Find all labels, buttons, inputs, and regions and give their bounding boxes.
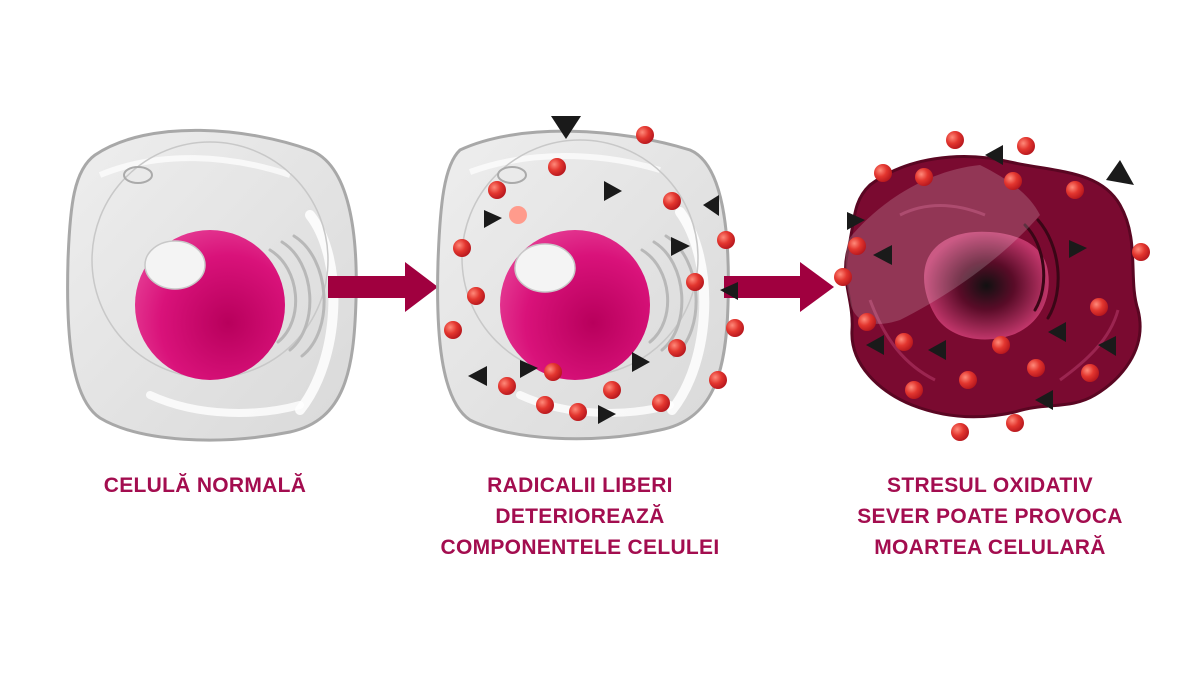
free-radical-icon [509, 206, 527, 224]
oxidant-triangle-icon [1106, 160, 1134, 185]
arrow-right-icon [328, 262, 438, 312]
free-radical-icon [652, 394, 670, 412]
free-radical-icon [1006, 414, 1024, 432]
oxidant-triangle-icon [484, 210, 502, 228]
oxidant-triangle-icon [873, 245, 892, 265]
free-radical-icon [905, 381, 923, 399]
oxidant-triangle-icon [598, 405, 616, 424]
caption-line: COMPONENTELE CELULEI [440, 536, 720, 559]
free-radical-icon [1090, 298, 1108, 316]
free-radical-icon [874, 164, 892, 182]
free-radical-icon [453, 239, 471, 257]
free-radical-icon [959, 371, 977, 389]
free-radical-icon [498, 377, 516, 395]
free-radical-icon [1081, 364, 1099, 382]
oxidant-triangle-icon [866, 335, 884, 355]
arrow-right-icon [724, 262, 834, 312]
free-radical-icon [544, 363, 562, 381]
caption-line: DETERIOREAZĂ [495, 505, 665, 528]
free-radical-icon [548, 158, 566, 176]
free-radical-icon [467, 287, 485, 305]
caption-normal-cell: CELULĂ NORMALĂ [25, 470, 385, 501]
free-radical-icon [858, 313, 876, 331]
free-radical-icon [686, 273, 704, 291]
free-radical-icon [636, 126, 654, 144]
oxidant-triangle-icon [928, 340, 946, 360]
free-radical-icon [536, 396, 554, 414]
free-radical-icon [951, 423, 969, 441]
free-radical-icon [668, 339, 686, 357]
oxidant-triangle-icon [703, 195, 719, 216]
caption-line: CELULĂ NORMALĂ [103, 474, 307, 497]
free-radical-icon [603, 381, 621, 399]
free-radical-icon [915, 168, 933, 186]
free-radical-icon [946, 131, 964, 149]
free-radical-icon [895, 333, 913, 351]
free-radical-icon [834, 268, 852, 286]
free-radical-icon [1004, 172, 1022, 190]
caption-free-radicals-damage: RADICALII LIBERI DETERIOREAZĂ COMPONENTELE… [400, 470, 760, 563]
caption-line: MOARTEA CELULARĂ [874, 536, 1106, 559]
free-radical-icon [488, 181, 506, 199]
free-radical-icon [663, 192, 681, 210]
oxidant-triangle-icon [847, 212, 865, 230]
free-radicals [444, 126, 1150, 441]
oxidant-triangle-icon [1098, 336, 1116, 356]
caption-oxidative-stress-death: STRESUL OXIDATIV SEVER POATE PROVOCA MOART… [810, 470, 1170, 563]
free-radical-icon [444, 321, 462, 339]
oxidant-triangle-icon [520, 360, 538, 378]
oxidant-triangle-icon [1069, 240, 1087, 258]
oxidant-triangle-icon [720, 282, 738, 300]
oxidant-triangle-icon [468, 366, 487, 386]
oxidant-triangle-icon [551, 116, 581, 139]
caption-line: SEVER POATE PROVOCA [857, 505, 1123, 528]
damaged-cell-icon [436, 129, 730, 441]
oxidant-triangle-icon [632, 352, 650, 372]
oxidant-triangle-icon [1048, 322, 1066, 342]
oxidant-triangle-icon [1035, 390, 1053, 410]
oxidant-triangle-icon [985, 145, 1003, 165]
free-radical-icon [717, 231, 735, 249]
oxidant-triangles [468, 116, 1134, 424]
caption-line: RADICALII LIBERI [487, 474, 673, 497]
free-radical-icon [726, 319, 744, 337]
oxidant-triangle-icon [604, 181, 622, 201]
free-radical-icon [992, 336, 1010, 354]
free-radical-icon [569, 403, 587, 421]
free-radical-icon [1017, 137, 1035, 155]
dying-cell-icon [844, 155, 1142, 419]
normal-cell-icon [66, 128, 358, 442]
free-radical-icon [709, 371, 727, 389]
free-radical-icon [848, 237, 866, 255]
free-radical-icon [1132, 243, 1150, 261]
caption-line: STRESUL OXIDATIV [887, 474, 1093, 497]
free-radical-icon [1027, 359, 1045, 377]
free-radical-icon [1066, 181, 1084, 199]
oxidant-triangle-icon [671, 237, 690, 256]
